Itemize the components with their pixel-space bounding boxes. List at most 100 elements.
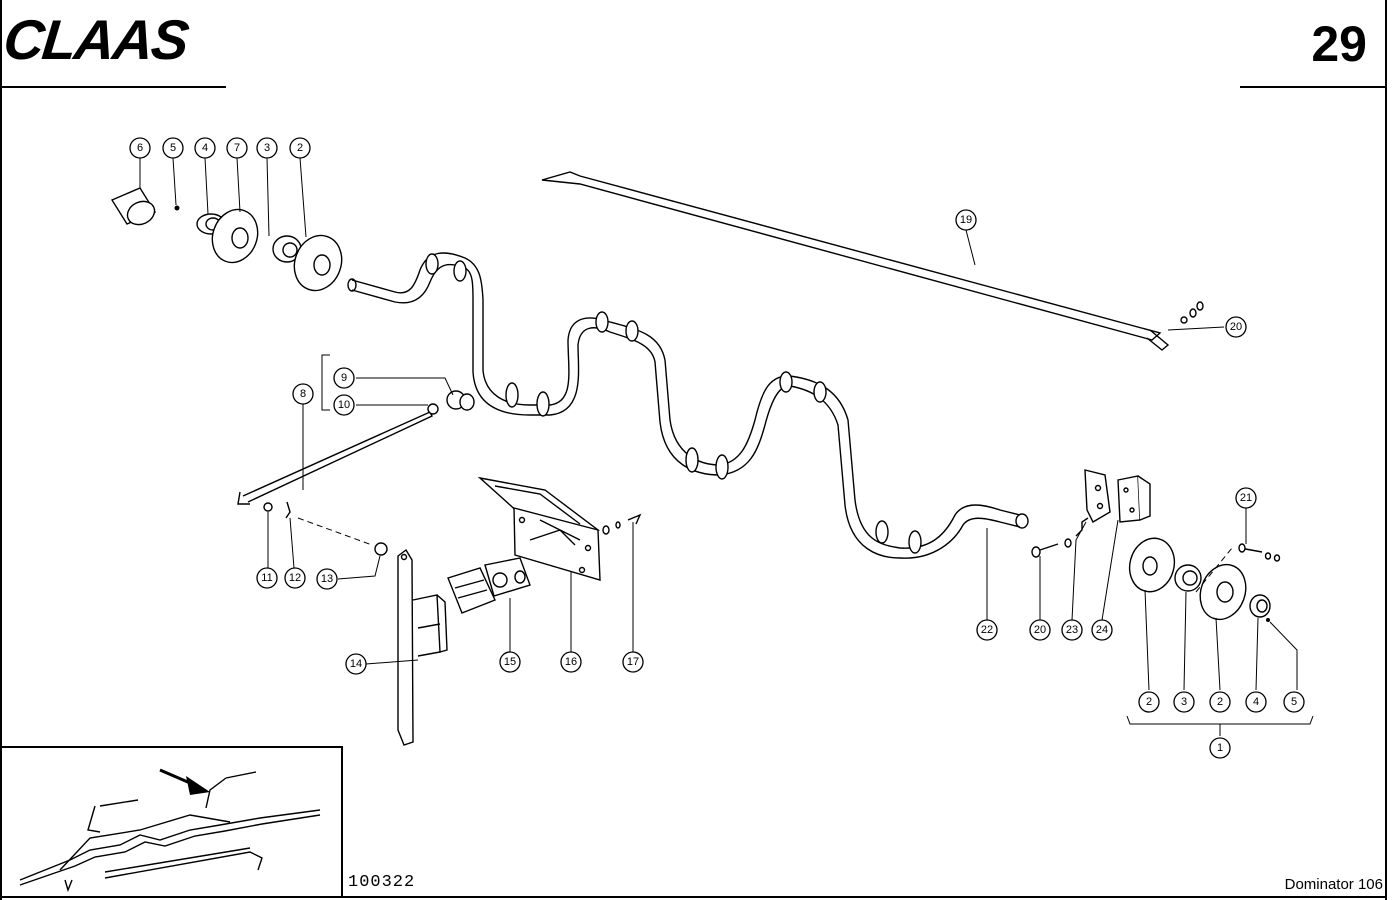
header-rule-right [1240, 86, 1386, 88]
part-small-hardware-right [1180, 301, 1204, 324]
svg-text:14: 14 [350, 658, 362, 670]
part-flange-plate [211, 208, 259, 264]
callout-2-right-b: 2 [1209, 691, 1231, 713]
callout-14: 14 [345, 653, 367, 675]
svg-text:2: 2 [297, 142, 303, 154]
part-right-bearing [1174, 564, 1202, 592]
part-bracket-23 [1084, 469, 1111, 523]
svg-text:9: 9 [341, 372, 347, 384]
frame-bottom-border [0, 896, 1387, 898]
svg-text:15: 15 [504, 656, 516, 668]
part-bolt-17 [602, 513, 642, 535]
part-right-flange-2 [1199, 563, 1247, 621]
callout-4: 4 [194, 137, 216, 159]
callout-7: 7 [226, 137, 248, 159]
svg-text:16: 16 [565, 656, 577, 668]
svg-text:11: 11 [261, 572, 272, 584]
svg-text:20: 20 [1230, 321, 1242, 333]
svg-text:5: 5 [170, 142, 176, 154]
part-right-ball [1266, 618, 1270, 622]
svg-text:7: 7 [234, 142, 240, 154]
part-bushing-9 [446, 390, 475, 411]
part-guide-block [447, 557, 531, 614]
part-bushing [110, 187, 157, 226]
callout-16: 16 [560, 651, 582, 673]
svg-text:8: 8 [300, 388, 306, 400]
callout-21: 21 [1235, 487, 1257, 509]
svg-text:4: 4 [202, 142, 208, 154]
callout-13: 13 [316, 568, 338, 590]
svg-text:20: 20 [1034, 624, 1046, 636]
callout-10: 10 [333, 394, 355, 416]
callout-17: 17 [622, 651, 644, 673]
svg-text:3: 3 [264, 142, 270, 154]
leader-9 [356, 377, 454, 396]
callout-5: 5 [162, 137, 184, 159]
svg-text:3: 3 [1181, 696, 1187, 708]
callout-15: 15 [499, 651, 521, 673]
callout-5-right: 5 [1283, 691, 1305, 713]
part-long-bar [541, 171, 1170, 351]
callout-4-right: 4 [1245, 691, 1267, 713]
part-connecting-rod [237, 403, 439, 505]
part-nut-13 [374, 542, 388, 556]
part-pin-12 [285, 501, 291, 519]
svg-text:21: 21 [1240, 492, 1252, 504]
callout-9: 9 [333, 367, 355, 389]
svg-text:10: 10 [338, 399, 350, 411]
svg-text:22: 22 [981, 624, 993, 636]
part-flange-plate-2 [293, 234, 343, 292]
arrow-pointer-icon [159, 768, 210, 795]
inset-machine-sketch [19, 771, 321, 893]
part-bolt-20 [1031, 517, 1089, 558]
part-washer-11 [263, 502, 273, 512]
header-rule-left [0, 86, 226, 88]
callout-20-bottom: 20 [1029, 619, 1051, 641]
part-bracket-24 [1117, 475, 1151, 523]
part-bolt-21 [1238, 543, 1281, 562]
part-u-bracket [412, 594, 448, 657]
location-inset [0, 746, 343, 896]
document-code: 100322 [348, 873, 416, 892]
callout-6: 6 [129, 137, 151, 159]
svg-text:2: 2 [1217, 696, 1223, 708]
callout-3-right: 3 [1173, 691, 1195, 713]
callout-8: 8 [292, 383, 314, 405]
callout-3: 3 [256, 137, 278, 159]
svg-text:24: 24 [1096, 624, 1108, 636]
frame-right-border [1385, 0, 1387, 900]
svg-text:13: 13 [321, 573, 333, 585]
part-lever-plate [397, 548, 414, 746]
bracket-8 [321, 354, 330, 411]
part-right-ring [1249, 594, 1271, 618]
svg-text:4: 4 [1253, 696, 1259, 708]
part-mounting-plate [477, 476, 601, 581]
callout-11: 11 [256, 567, 278, 589]
part-ball [174, 205, 180, 211]
callout-24: 24 [1091, 619, 1113, 641]
model-name: Dominator 106 [1284, 876, 1383, 893]
svg-text:5: 5 [1291, 696, 1297, 708]
callout-12: 12 [284, 567, 306, 589]
leader-lines [139, 157, 1314, 736]
assembly-dashline [297, 517, 373, 546]
callout-19: 19 [955, 209, 977, 231]
svg-text:17: 17 [627, 656, 639, 668]
svg-text:12: 12 [289, 572, 301, 584]
callout-2: 2 [289, 137, 311, 159]
frame-left-border [0, 0, 2, 900]
part-crankshaft [347, 252, 1029, 559]
callout-20-top: 20 [1225, 316, 1247, 338]
part-right-flange-1 [1128, 537, 1176, 593]
svg-text:19: 19 [960, 214, 972, 226]
page-number: 29 [1311, 16, 1367, 72]
svg-text:1: 1 [1217, 742, 1223, 754]
callout-2-right-a: 2 [1138, 691, 1160, 713]
callout-22: 22 [976, 619, 998, 641]
callout-1: 1 [1209, 737, 1231, 759]
svg-text:6: 6 [137, 142, 143, 154]
svg-text:23: 23 [1066, 624, 1078, 636]
svg-text:2: 2 [1146, 696, 1152, 708]
callout-23: 23 [1061, 619, 1083, 641]
